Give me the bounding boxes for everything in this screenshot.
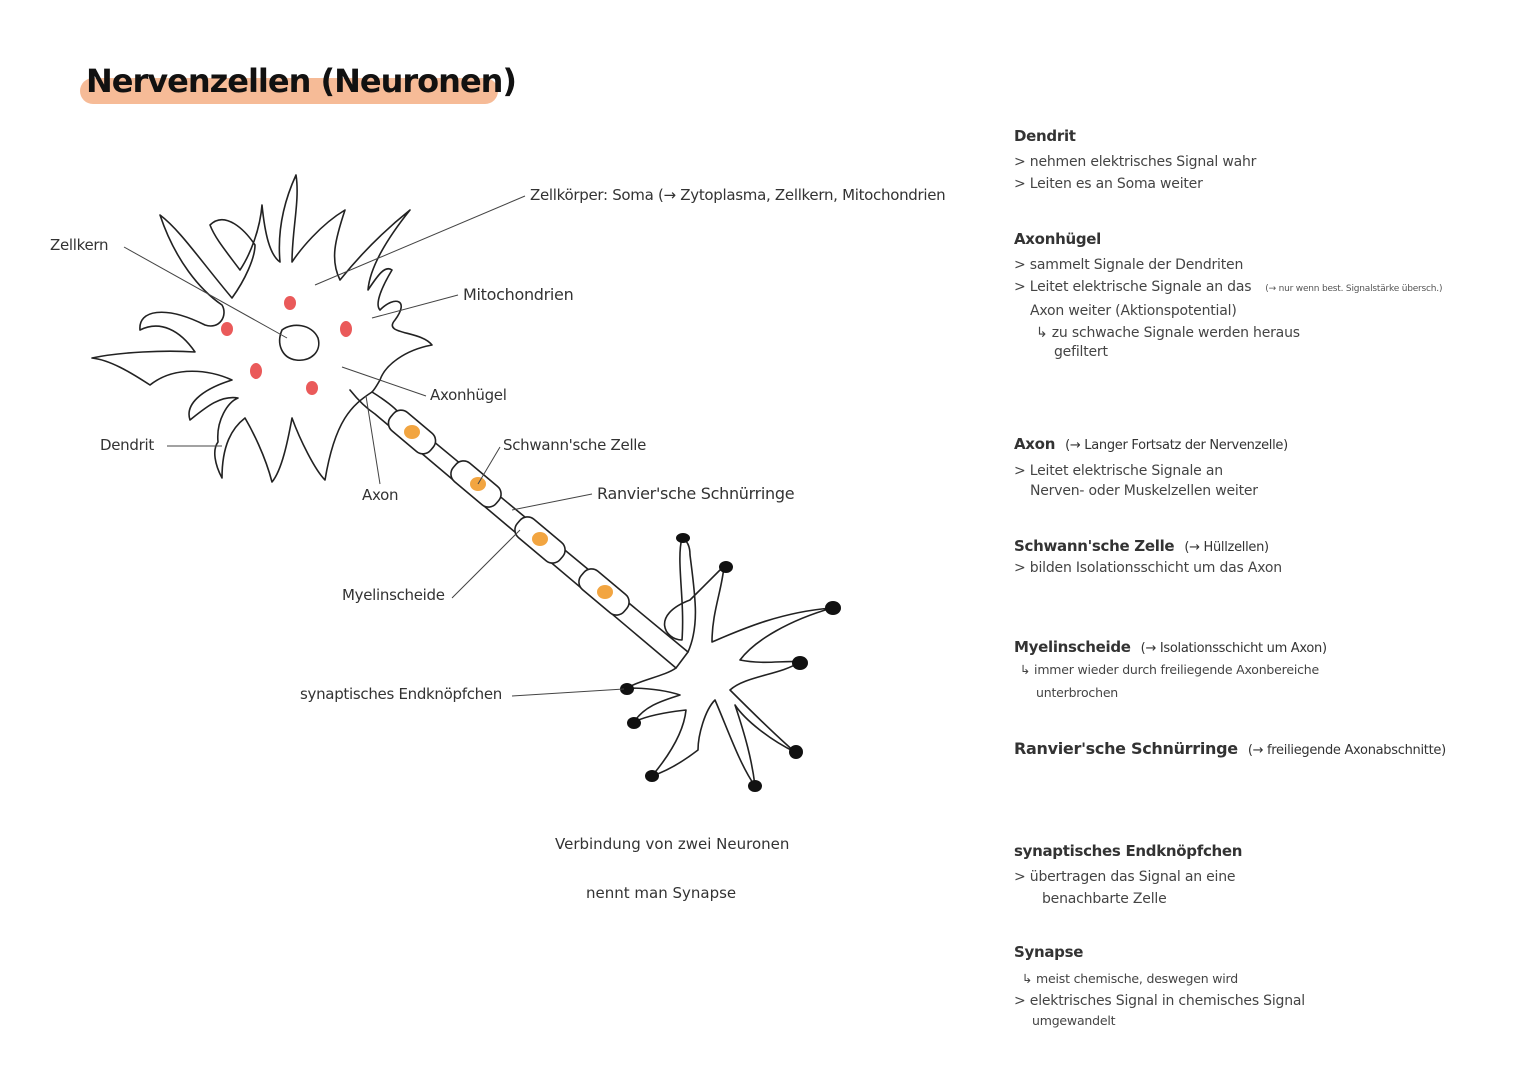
note-heading: Synapse bbox=[1014, 943, 1084, 961]
caption-line-2: nennt man Synapse bbox=[586, 884, 737, 902]
mitochondrion bbox=[284, 296, 296, 310]
leader-mitochondrien bbox=[371, 294, 459, 319]
note-line: Axon weiter (Aktionspotential) bbox=[1030, 303, 1237, 319]
note-heading: Axon (→ Langer Fortsatz der Nervenzelle) bbox=[1014, 435, 1288, 453]
note-synapse: Synapse ↳ meist chemische, deswegen wird… bbox=[1014, 943, 1305, 1030]
note-axonhuegel: Axonhügel > sammelt Signale der Dendrite… bbox=[1014, 230, 1442, 360]
terminal-knob bbox=[719, 561, 733, 573]
mitochondrion bbox=[306, 381, 318, 395]
soma-outline bbox=[91, 174, 433, 483]
note-heading: Dendrit bbox=[1014, 127, 1076, 145]
label-schwann: Schwann'sche Zelle bbox=[503, 436, 647, 454]
note-heading-text: Ranvier'sche Schnürringe bbox=[1014, 739, 1238, 758]
caption-line-1: Verbindung von zwei Neuronen bbox=[555, 835, 790, 853]
axon-line-2 bbox=[349, 389, 677, 669]
note-heading: Axonhügel bbox=[1014, 230, 1101, 248]
leader-axonhuegel bbox=[341, 366, 427, 397]
note-heading: Schwann'sche Zelle (→ Hüllzellen) bbox=[1014, 537, 1282, 555]
page-title: Nervenzellen (Neuronen) bbox=[86, 62, 517, 100]
mitochondria-group bbox=[221, 296, 352, 395]
note-heading: synaptisches Endknöpfchen bbox=[1014, 842, 1243, 860]
note-line: > übertragen das Signal an eine bbox=[1014, 869, 1236, 885]
note-heading-text: Schwann'sche Zelle bbox=[1014, 537, 1175, 555]
terminal-knob bbox=[627, 717, 641, 729]
note-line-text: > Leitet elektrische Signale an das bbox=[1014, 279, 1252, 295]
label-mitochondrien: Mitochondrien bbox=[463, 285, 574, 304]
label-endknoepfchen: synaptisches Endknöpfchen bbox=[300, 685, 503, 703]
leader-myelin bbox=[451, 529, 521, 599]
note-line: > nehmen elektrisches Signal wahr bbox=[1014, 154, 1257, 170]
note-ranvier: Ranvier'sche Schnürringe (→ freiliegende … bbox=[1014, 739, 1446, 758]
note-line: ↳ meist chemische, deswegen wird bbox=[1022, 971, 1238, 986]
mitochondrion bbox=[221, 322, 233, 336]
note-heading: Ranvier'sche Schnürringe (→ freiliegende … bbox=[1014, 739, 1446, 758]
nucleus bbox=[278, 324, 320, 362]
note-line: gefiltert bbox=[1054, 344, 1108, 360]
terminal-knob bbox=[676, 533, 690, 543]
terminal-knob bbox=[748, 780, 762, 792]
leader-endknoepfchen bbox=[511, 688, 625, 697]
terminal-knob bbox=[789, 745, 803, 759]
terminal-knob bbox=[792, 656, 808, 670]
label-soma: Zellkörper: Soma (→ Zytoplasma, Zellkern… bbox=[530, 186, 946, 204]
terminal-knobs bbox=[620, 533, 841, 792]
note-line: ↳ immer wieder durch freiliegende Axonbe… bbox=[1020, 662, 1319, 677]
note-line: benachbarte Zelle bbox=[1042, 891, 1167, 907]
schwann-nucleus bbox=[597, 585, 613, 599]
leader-axon bbox=[365, 395, 381, 485]
axon-terminal bbox=[626, 537, 833, 787]
leader-ranvier bbox=[511, 493, 593, 511]
note-line: > Leitet elektrische Signale an das (→ nu… bbox=[1014, 276, 1442, 300]
note-heading: Myelinscheide (→ Isolationsschicht um Axo… bbox=[1014, 638, 1327, 656]
note-dendrit: Dendrit > nehmen elektrisches Signal wah… bbox=[1014, 127, 1256, 195]
note-aside: (→ nur wenn best. Signalstärke übersch.) bbox=[1265, 284, 1443, 294]
note-endknoepfchen: synaptisches Endknöpfchen > übertragen d… bbox=[1014, 842, 1242, 910]
schwann-nucleus bbox=[404, 425, 420, 439]
note-heading-sub: (→ freiliegende Axonabschnitte) bbox=[1247, 743, 1446, 758]
note-axon: Axon(→ Langer Fortsatz der Nervenzelle) … bbox=[1014, 435, 1288, 501]
terminal-knob bbox=[825, 601, 841, 615]
note-heading-text: Axon bbox=[1014, 435, 1056, 453]
leader-soma bbox=[314, 195, 526, 286]
mitochondrion bbox=[340, 321, 352, 337]
note-line: > bilden Isolationsschicht um das Axon bbox=[1014, 560, 1282, 576]
terminal-knob bbox=[645, 770, 659, 782]
label-axon: Axon bbox=[362, 486, 399, 504]
note-schwann: Schwann'sche Zelle (→ Hüllzellen) > bilde… bbox=[1014, 537, 1282, 579]
note-line: > Leiten es an Soma weiter bbox=[1014, 176, 1203, 192]
label-axonhuegel: Axonhügel bbox=[430, 386, 507, 404]
note-line: ↳ zu schwache Signale werden heraus bbox=[1036, 325, 1300, 341]
label-ranvier: Ranvier'sche Schnürringe bbox=[597, 484, 795, 503]
label-dendrit: Dendrit bbox=[100, 436, 154, 454]
note-heading-text: Myelinscheide bbox=[1014, 638, 1131, 656]
note-line: unterbrochen bbox=[1036, 685, 1119, 700]
title-highlight bbox=[80, 78, 498, 104]
title-block: Nervenzellen (Neuronen) bbox=[80, 62, 517, 104]
note-line: Nerven- oder Muskelzellen weiter bbox=[1030, 483, 1258, 499]
note-line: > elektrisches Signal in chemisches Sign… bbox=[1014, 993, 1305, 1009]
note-line: umgewandelt bbox=[1032, 1013, 1116, 1028]
note-heading-sub: (→ Isolationsschicht um Axon) bbox=[1140, 641, 1327, 656]
note-line: > Leitet elektrische Signale an bbox=[1014, 463, 1223, 479]
note-myelin: Myelinscheide (→ Isolationsschicht um Axo… bbox=[1014, 638, 1327, 704]
terminal-knob bbox=[620, 683, 634, 695]
leader-schwann bbox=[477, 446, 501, 485]
note-heading-sub: (→ Langer Fortsatz der Nervenzelle) bbox=[1065, 438, 1288, 453]
note-heading-sub: (→ Hüllzellen) bbox=[1184, 540, 1269, 555]
note-line: > sammelt Signale der Dendriten bbox=[1014, 257, 1244, 273]
schwann-nucleus bbox=[532, 532, 548, 546]
leader-zellkern bbox=[123, 246, 288, 339]
mitochondrion bbox=[250, 363, 262, 379]
label-myelin: Myelinscheide bbox=[342, 586, 445, 604]
label-zellkern: Zellkern bbox=[50, 236, 109, 254]
neuron-diagram bbox=[91, 174, 841, 792]
